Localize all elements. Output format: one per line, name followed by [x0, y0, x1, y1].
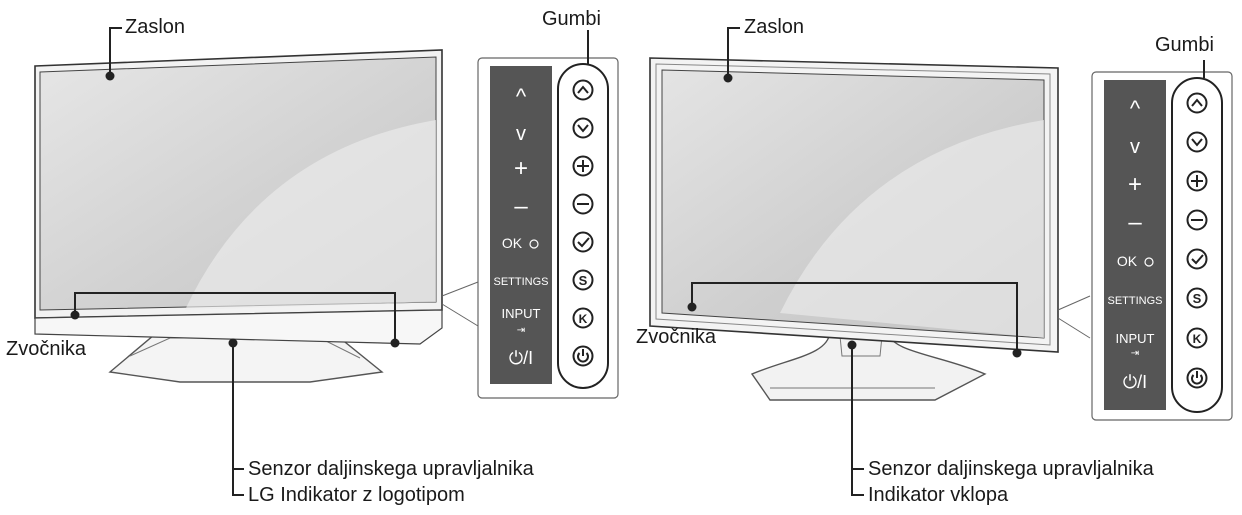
left-key-down-label: v: [516, 123, 526, 145]
left-label-screen: Zaslon: [125, 16, 186, 38]
right-label-buttons: Gumbi: [1155, 34, 1214, 56]
left-speaker-dot: [70, 310, 80, 320]
right-speaker-bracket: [691, 282, 1018, 352]
chevron-down-icon: [1191, 138, 1203, 147]
left-key-up-label: ^: [516, 84, 527, 109]
right-minus-button[interactable]: [1186, 209, 1208, 231]
right-ok-led-icon: [1144, 257, 1154, 267]
right-key-settings-label: SETTINGS: [1107, 295, 1162, 307]
left-label-speakers: Zvočnika: [6, 338, 87, 360]
left-label-sensor: Senzor daljinskega upravljalnika: [248, 458, 534, 480]
chevron-up-icon: [1191, 98, 1203, 107]
left-power-button[interactable]: [572, 345, 594, 367]
left-key-settings-label: SETTINGS: [493, 276, 548, 288]
left-tv: [34, 27, 479, 496]
left-ok-led-icon: [529, 239, 539, 249]
input-icon: K: [579, 312, 588, 326]
right-key-plus-label: +: [1128, 171, 1142, 198]
right-power-button[interactable]: [1186, 367, 1208, 389]
left-button-column-outline: [557, 63, 609, 389]
right-label-sensor: Senzor daljinskega upravljalnika: [868, 458, 1154, 480]
right-key-down-label: v: [1130, 136, 1140, 158]
check-icon: [577, 237, 590, 248]
right-key-minus-label: –: [1128, 209, 1142, 236]
left-input-arrow-icon: ⇥: [517, 325, 525, 336]
settings-icon: S: [1193, 291, 1202, 306]
right-key-input-label: INPUT: [1116, 331, 1155, 346]
chevron-down-icon: [577, 124, 589, 133]
left-speaker-dot-right: [390, 338, 400, 348]
right-label-screen: Zaslon: [744, 16, 805, 38]
right-speaker-dot-right: [1012, 348, 1022, 358]
right-key-power-label: ⏻/I: [1123, 372, 1147, 392]
plus-icon: [1191, 175, 1203, 187]
right-label-indicator: Indikator vklopa: [868, 484, 1009, 506]
right-down-button[interactable]: [1186, 131, 1208, 153]
left-plus-button[interactable]: [572, 155, 594, 177]
right-button-panel: ^ v + – OK SETTINGS INPUT ⇥ ⏻/I: [1091, 60, 1233, 421]
settings-icon: S: [579, 273, 588, 288]
left-key-power-label: ⏻/I: [509, 348, 533, 368]
left-key-ok-label: OK: [502, 235, 523, 251]
right-input-arrow-icon: ⇥: [1131, 348, 1139, 359]
right-input-button[interactable]: K: [1186, 327, 1208, 349]
power-icon: [577, 349, 589, 363]
right-screen-dot: [723, 73, 733, 83]
check-icon: [1191, 254, 1204, 265]
left-label-buttons: Gumbi: [542, 8, 601, 30]
left-minus-button[interactable]: [572, 193, 594, 215]
right-key-ok-label: OK: [1117, 253, 1138, 269]
right-key-up-label: ^: [1130, 96, 1141, 121]
right-button-labels-panel: [1104, 80, 1166, 410]
left-button-panel: ^ v + – OK SETTINGS INPUT ⇥ ⏻/I: [477, 30, 619, 399]
right-label-speakers: Zvočnika: [636, 326, 717, 348]
right-speaker-dot: [687, 302, 697, 312]
left-settings-button[interactable]: S: [572, 269, 594, 291]
right-plus-button[interactable]: [1186, 170, 1208, 192]
left-label-indicator: LG Indikator z logotipom: [248, 484, 465, 506]
plus-icon: [577, 160, 589, 172]
right-ok-button[interactable]: [1186, 248, 1208, 270]
left-button-labels-panel: [490, 66, 552, 384]
left-ok-button[interactable]: [572, 231, 594, 253]
left-screen-dot: [105, 71, 115, 81]
left-speaker-bracket: [74, 292, 396, 342]
input-icon: K: [1193, 332, 1202, 346]
right-tv: [649, 27, 1091, 496]
left-down-button[interactable]: [572, 117, 594, 139]
left-key-minus-label: –: [514, 193, 528, 220]
left-key-plus-label: +: [514, 155, 528, 182]
power-icon: [1191, 371, 1203, 385]
right-button-column-outline: [1171, 77, 1223, 413]
chevron-up-icon: [577, 85, 589, 94]
left-up-button[interactable]: [572, 79, 594, 101]
left-screen-reflection: [185, 120, 436, 310]
left-key-input-label: INPUT: [502, 306, 541, 321]
right-up-button[interactable]: [1186, 92, 1208, 114]
right-settings-button[interactable]: S: [1186, 287, 1208, 309]
left-input-button[interactable]: K: [572, 307, 594, 329]
